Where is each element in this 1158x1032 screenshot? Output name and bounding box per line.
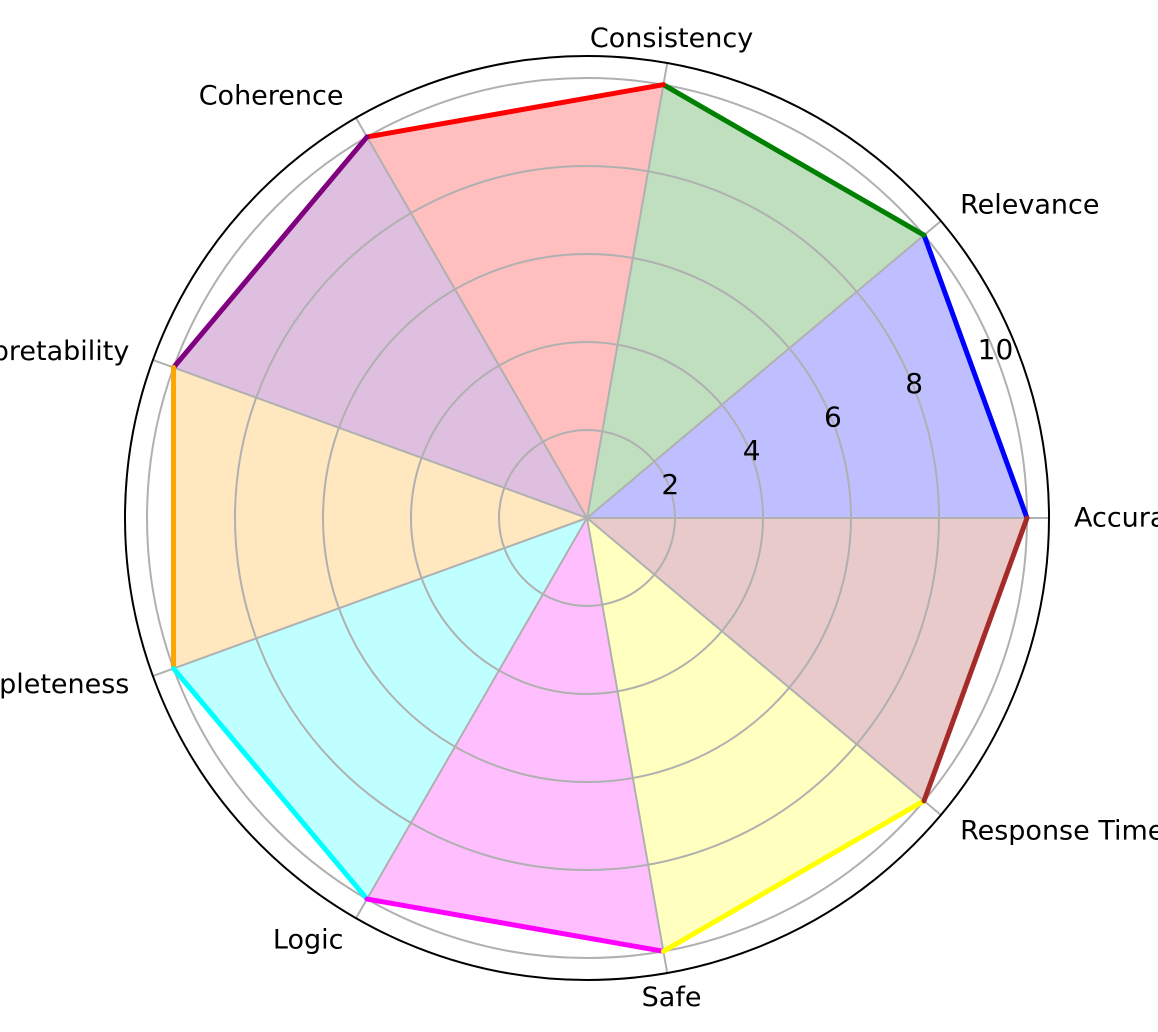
segment-edge-coherence [171,134,370,371]
category-label-consistency: Consistency [590,23,753,54]
segment-fill-accuracy [587,235,1027,518]
segment-fill-completeness [173,518,587,900]
segment-edge-safe [660,798,927,954]
category-label-logic: Logic [273,924,344,955]
segment-fill-relevance [587,84,925,519]
radial-tick-10: 10 [978,333,1014,366]
radial-grid [146,62,1049,974]
category-label-response-time: Response Time [960,816,1158,847]
category-label-accuracy: Accuracy [1074,503,1158,534]
segment-edge-relevance [660,82,927,238]
category-label-relevance: Relevance [960,189,1099,220]
radial-tick-labels: 2 4 6 8 10 [661,333,1013,501]
segment-edge-accuracy [921,232,1030,521]
category-label-interpretability: Interpretability [0,336,129,367]
segment-edge-completeness [171,665,370,902]
polar-frame [124,55,1050,981]
segment-edge-logic [364,896,666,954]
spoke-response-time [586,517,942,816]
segment-outlines [171,82,1030,954]
spoke-relevance [586,220,942,519]
segment-fill-response-time [587,518,1027,801]
segment-fill-interpretability [173,367,587,669]
radial-tick-6: 6 [824,400,842,433]
spoke-interpretability [152,359,588,519]
segment-edge-consistency [364,82,666,140]
category-label-coherence: Coherence [199,81,344,112]
category-label-completeness: Completeness [0,669,129,700]
segment-fill-consistency [367,84,664,519]
spoke-completeness [152,517,588,677]
radial-tick-2: 2 [661,468,679,501]
spoke-logic [355,517,588,919]
segment-edge-response-time [921,515,1030,804]
category-labels: Accuracy Relevance ConsistencyCoherenceInt… [0,23,1158,1013]
spoke-consistency [586,62,669,519]
spoke-safe [586,517,669,974]
category-label-safe: Safe [642,982,702,1013]
radial-tick-8: 8 [905,367,923,400]
segment-fill-coherence [173,136,587,518]
segment-fills [173,84,1027,952]
radial-tick-4: 4 [743,434,761,467]
segment-fill-safe [587,518,925,952]
spoke-coherence [355,117,588,519]
segment-fill-logic [367,518,664,952]
